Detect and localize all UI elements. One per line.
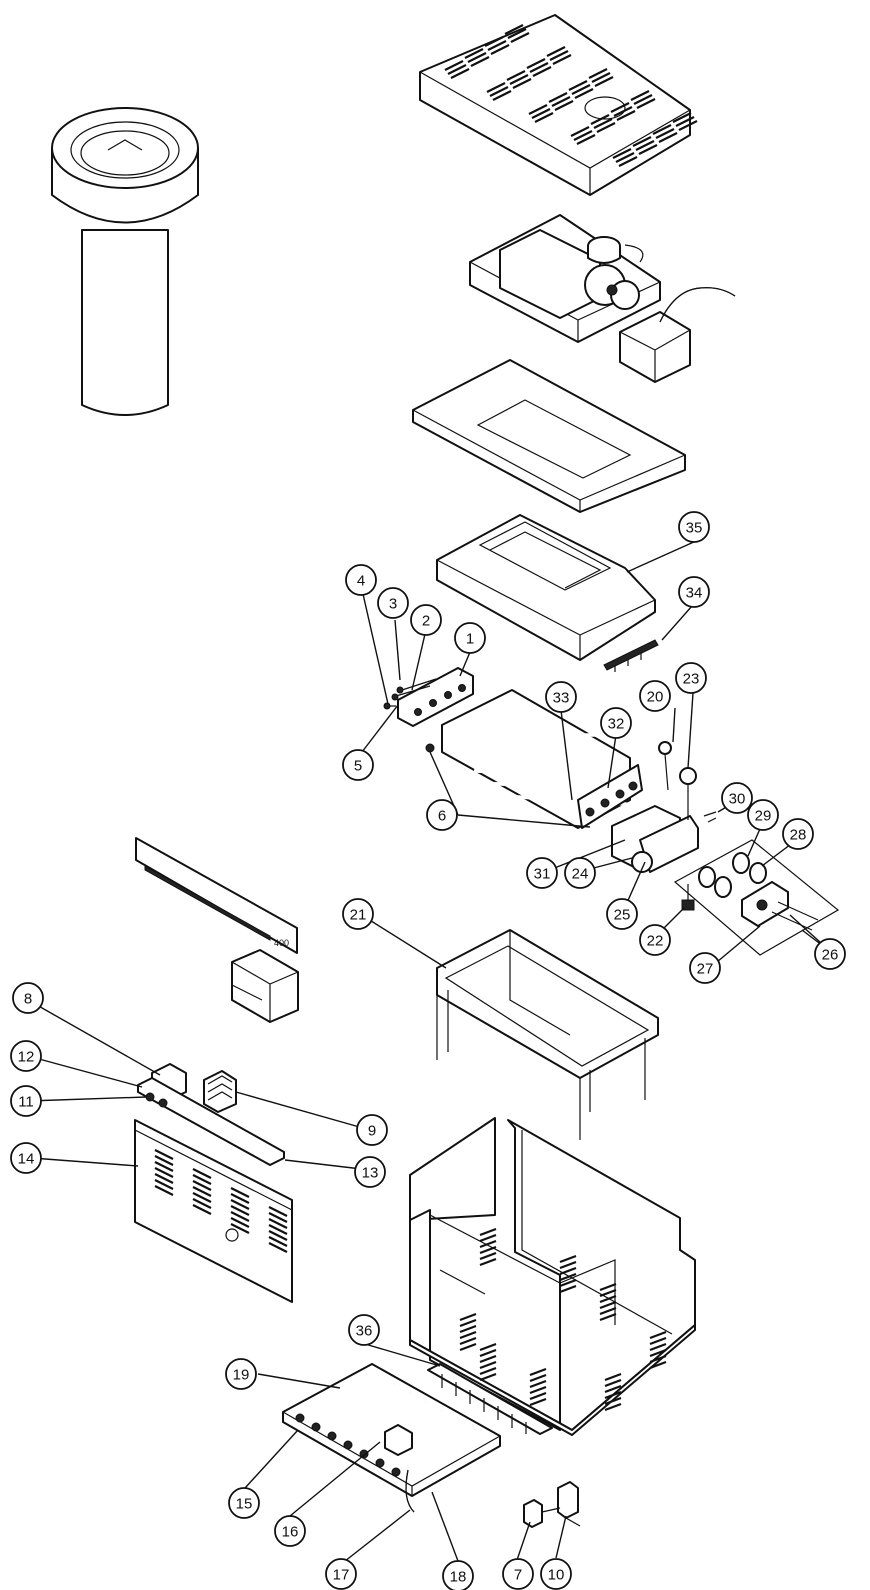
flue-collector-plate	[412, 359, 686, 513]
callout-15: 15	[228, 1487, 260, 1519]
callout-label: 8	[24, 991, 32, 1008]
callout-label: 11	[18, 1094, 34, 1111]
callout-label: 3	[389, 596, 397, 613]
callout-label: 24	[572, 866, 589, 883]
callout-label: 19	[233, 1367, 250, 1384]
callout-7: 7	[502, 1558, 534, 1590]
combustion-chamber	[436, 929, 659, 1140]
callout-17: 17	[325, 1558, 357, 1590]
callout-label: 10	[548, 1567, 565, 1584]
control-components	[137, 1063, 285, 1166]
callout-36: 36	[348, 1314, 380, 1346]
callout-label: 31	[534, 866, 551, 883]
heat-exchanger	[441, 689, 643, 829]
control-panel-label: 400	[135, 837, 298, 954]
callout-label: 28	[790, 827, 807, 844]
callout-label: 23	[683, 671, 700, 688]
callout-label: 13	[362, 1165, 379, 1182]
baffle-clips	[603, 639, 659, 672]
callout-label: 30	[729, 791, 746, 808]
flue-baffle	[436, 514, 656, 661]
callout-label: 29	[755, 808, 772, 825]
callout-label: 7	[514, 1567, 522, 1584]
callout-label: 12	[18, 1049, 35, 1066]
callout-22: 22	[639, 924, 671, 956]
inlet-outlet-header	[383, 667, 474, 753]
callout-label: 35	[686, 520, 703, 537]
callout-31: 31	[526, 857, 558, 889]
callout-label: 6	[438, 808, 446, 825]
callout-3: 3	[377, 587, 409, 619]
callout-label: 16	[282, 1524, 299, 1541]
callout-14: 14	[10, 1142, 42, 1174]
callout-label: 20	[647, 689, 664, 706]
callout-21: 21	[342, 898, 374, 930]
panel-model-text: 400	[274, 938, 289, 948]
ignition-components	[523, 1481, 581, 1528]
callout-label: 32	[608, 716, 625, 733]
callout-6: 6	[426, 799, 458, 831]
callout-24: 24	[564, 857, 596, 889]
callout-label: 26	[822, 947, 839, 964]
callout-label: 33	[553, 690, 570, 707]
callout-25: 25	[606, 898, 638, 930]
callout-label: 15	[236, 1496, 253, 1513]
callout-34: 34	[678, 576, 710, 608]
callout-27: 27	[689, 952, 721, 984]
burner-tray	[282, 1363, 501, 1513]
front-access-panel	[134, 1119, 293, 1303]
callout-label: 25	[614, 907, 631, 924]
callout-10: 10	[540, 1558, 572, 1590]
callout-label: 1	[466, 631, 474, 648]
callout-1: 1	[454, 622, 486, 654]
callout-5: 5	[342, 749, 374, 781]
burner-manifold-bracket	[427, 1363, 553, 1435]
callout-label: 5	[354, 758, 362, 775]
callout-2: 2	[410, 604, 442, 636]
callout-29: 29	[747, 799, 779, 831]
callout-19: 19	[225, 1358, 257, 1390]
callout-30: 30	[721, 782, 753, 814]
callout-26: 26	[814, 938, 846, 970]
callout-label: 18	[450, 1569, 467, 1586]
callout-label: 34	[686, 585, 703, 602]
union-flange-assembly	[673, 839, 840, 956]
callout-18: 18	[442, 1560, 474, 1590]
stack-flue-adapter	[51, 107, 199, 416]
callout-13: 13	[354, 1156, 386, 1188]
jacket-cabinet	[409, 1117, 696, 1436]
callout-label: 36	[356, 1323, 373, 1340]
top-cover	[419, 14, 698, 196]
callout-11: 11	[10, 1085, 42, 1117]
callout-32: 32	[600, 707, 632, 739]
callout-16: 16	[274, 1515, 306, 1547]
callout-4: 4	[345, 564, 377, 596]
callout-label: 21	[350, 907, 367, 924]
callout-label: 27	[697, 961, 714, 978]
callout-label: 2	[422, 613, 430, 630]
callout-label: 22	[647, 933, 664, 950]
control-bracket	[231, 949, 299, 1023]
callout-9: 9	[356, 1114, 388, 1146]
blower-assembly	[469, 214, 736, 383]
callout-label: 14	[18, 1151, 35, 1168]
callout-20: 20	[639, 680, 671, 712]
callout-33: 33	[545, 681, 577, 713]
callout-35: 35	[678, 511, 710, 543]
gas-valve-assembly	[611, 741, 717, 911]
callout-23: 23	[675, 662, 707, 694]
callout-12: 12	[10, 1040, 42, 1072]
callout-8: 8	[12, 982, 44, 1014]
callout-label: 4	[357, 573, 365, 590]
callout-label: 17	[333, 1567, 350, 1584]
callout-label: 9	[368, 1123, 376, 1140]
callout-28: 28	[782, 818, 814, 850]
